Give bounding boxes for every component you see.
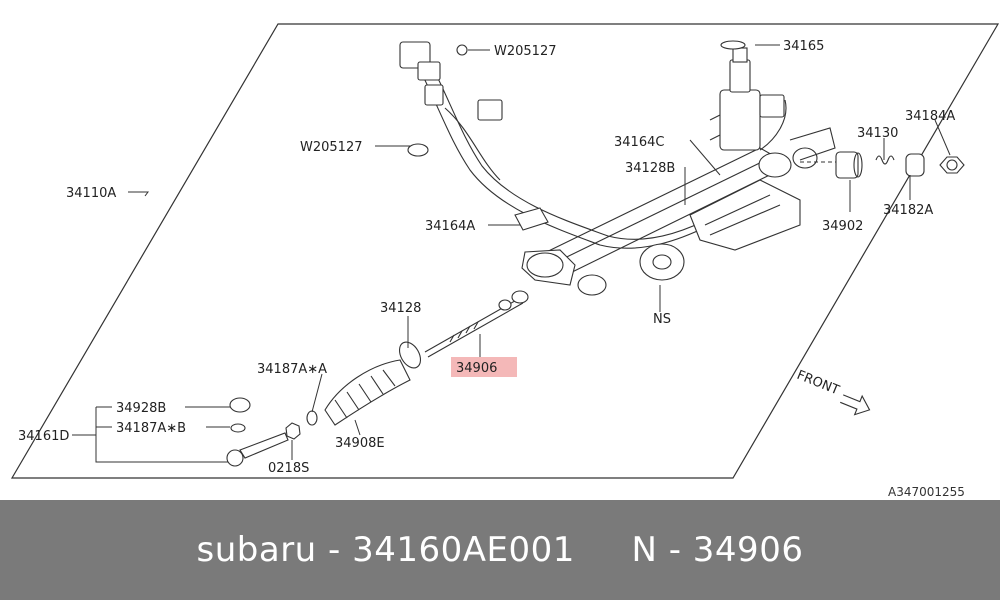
label-0218s: 0218S xyxy=(268,461,309,476)
highlight-box xyxy=(451,357,517,377)
right-side-parts xyxy=(800,151,965,179)
clip-34187a-b-icon xyxy=(230,423,246,433)
connector-icon xyxy=(477,99,503,121)
bushing-34902-icon xyxy=(835,151,859,179)
front-arrow xyxy=(840,394,871,416)
footer-sep-2: - xyxy=(657,530,693,570)
plug-34182a-icon xyxy=(905,153,925,177)
footer-bar: subaru - 34160AE001 N - 34906 xyxy=(0,500,1000,600)
nut-34184a-icon xyxy=(939,156,965,174)
label-34182a: 34182A xyxy=(883,203,933,218)
rack-housing xyxy=(521,47,836,296)
leader-lines xyxy=(72,44,951,463)
label-34187a-b: 34187A∗B xyxy=(116,421,186,436)
nut-0218s-icon xyxy=(285,422,301,440)
label-34928b: 34928B xyxy=(116,401,166,416)
valve-body-icon xyxy=(719,89,761,151)
pinion-icon xyxy=(639,243,685,281)
diagram-frame xyxy=(10,23,1000,479)
footer-n-label: N xyxy=(631,530,658,570)
label-34187a-a: 34187A∗A xyxy=(257,362,327,377)
label-34110a: 34110A xyxy=(66,186,116,201)
wiring-harness xyxy=(399,41,787,249)
label-w205127-mid: W205127 xyxy=(300,140,362,155)
label-34161d: 34161D xyxy=(18,429,69,444)
clamp-34128-icon xyxy=(398,341,422,369)
label-34165: 34165 xyxy=(783,39,824,54)
spring-34130-icon xyxy=(875,155,895,165)
label-ref-code: A347001255 xyxy=(888,485,965,499)
footer-n-number: 34906 xyxy=(692,530,804,570)
diagram-svg: W205127 34165 34164C 34128B 34130 34184A… xyxy=(10,23,1000,499)
label-w205127-top: W205127 xyxy=(494,44,556,59)
front-arrow-icon xyxy=(840,394,871,416)
parts-diagram: W205127 34165 34164C 34128B 34130 34184A… xyxy=(10,23,1000,499)
tie-rod-end-34161d xyxy=(226,397,289,467)
clip-icon xyxy=(456,44,468,56)
boot-34928b-icon xyxy=(229,397,251,413)
label-34130: 34130 xyxy=(857,126,898,141)
footer-brand: subaru xyxy=(196,530,317,570)
label-front: FRONT xyxy=(795,368,842,399)
footer-part-number: 34160AE001 xyxy=(352,530,575,570)
bracket-34164a-icon xyxy=(514,207,549,231)
label-34164c: 34164C xyxy=(614,135,664,150)
label-34128b: 34128B xyxy=(625,161,675,176)
label-34164a: 34164A xyxy=(425,219,475,234)
label-34902: 34902 xyxy=(822,219,863,234)
label-34184a: 34184A xyxy=(905,109,955,124)
clamp-34187a-icon xyxy=(306,410,318,426)
tie-rod-34906 xyxy=(424,290,529,358)
label-34128: 34128 xyxy=(380,301,421,316)
label-34908e: 34908E xyxy=(335,436,385,451)
footer-sep-1: - xyxy=(316,530,353,570)
cap-34165-icon xyxy=(720,40,746,50)
footer-gap xyxy=(575,530,632,570)
label-ns: NS xyxy=(653,312,671,327)
boot-34908e-icon xyxy=(324,359,411,426)
label-34906: 34906 xyxy=(456,361,497,376)
clip-icon xyxy=(407,143,429,157)
